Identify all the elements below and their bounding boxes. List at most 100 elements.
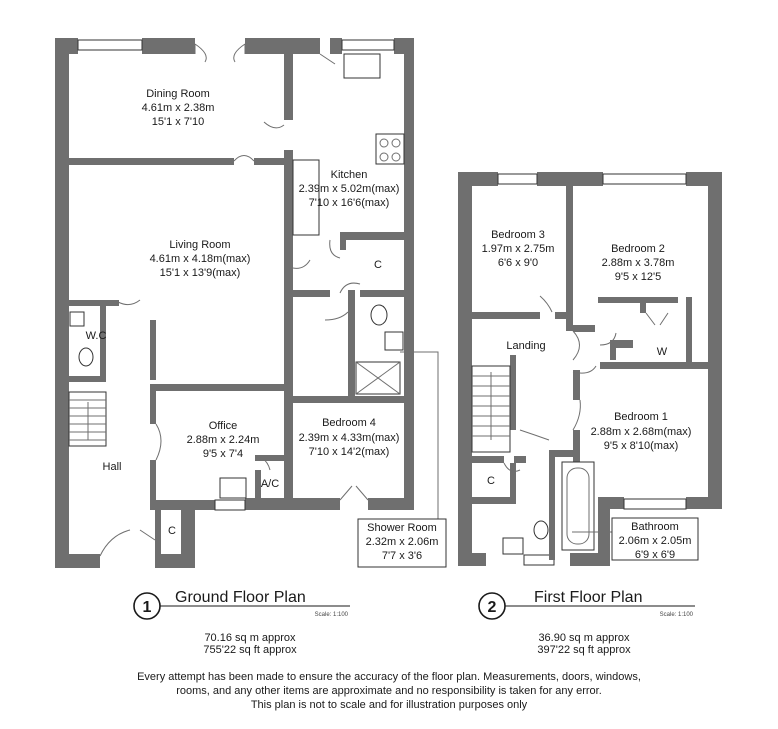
window <box>77 39 143 51</box>
ac-label: A/C <box>261 478 279 490</box>
wall <box>142 38 195 54</box>
wall <box>55 554 100 568</box>
wall <box>549 450 577 457</box>
office-metric: 2.88m x 2.24m <box>187 434 260 446</box>
window <box>341 39 395 51</box>
bedroom-2-imperial: 9'5 x 12'5 <box>615 271 661 283</box>
wall <box>458 172 472 566</box>
plan-number-2: 2 <box>488 599 497 616</box>
window <box>623 498 687 510</box>
wall <box>292 290 330 297</box>
disclaimer-line-3: This plan is not to scale and for illust… <box>250 699 528 711</box>
wall <box>340 232 346 250</box>
wall <box>472 497 516 504</box>
wall <box>610 340 616 360</box>
wall <box>155 510 161 558</box>
bedroom-2-metric: 2.88m x 3.78m <box>602 257 675 269</box>
wall <box>368 498 414 510</box>
wall <box>284 54 293 120</box>
dining-room-imperial: 15'1 x 7'10 <box>152 116 205 128</box>
bedroom-4-imperial: 7'10 x 14'2(max) <box>309 446 390 458</box>
wall <box>686 297 692 363</box>
first-floor-scale: Scale: 1:100 <box>660 612 694 618</box>
kitchen-sink <box>343 53 381 79</box>
wall <box>598 297 678 303</box>
kitchen-metric: 2.39m x 5.02m(max) <box>299 183 400 195</box>
room-labels: Dining Room 4.61m x 2.38m 15'1 x 7'10 Ki… <box>86 88 692 562</box>
wall <box>69 376 106 382</box>
wall <box>150 384 156 424</box>
wall <box>69 300 119 306</box>
wall <box>255 470 261 508</box>
ground-floor-plan <box>55 38 447 568</box>
wall <box>55 38 69 568</box>
bedroom-4-name: Bedroom 4 <box>322 417 376 429</box>
first-floor-title: First Floor Plan <box>534 589 642 606</box>
disclaimer: Every attempt has been made to ensure th… <box>0 670 778 712</box>
toilet <box>78 347 94 367</box>
kitchen-name: Kitchen <box>331 169 368 181</box>
wall <box>510 463 516 498</box>
hob <box>375 133 405 165</box>
wall <box>245 498 340 510</box>
first-floor-plan <box>458 172 722 566</box>
bedroom-3-imperial: 6'6 x 9'0 <box>498 257 538 269</box>
first-floor-cupboard-label: C <box>487 475 495 487</box>
bathroom-name: Bathroom <box>631 521 679 533</box>
wall <box>598 497 610 563</box>
first-floor-title-block: 2 First Floor Plan Scale: 1:100 <box>478 589 695 620</box>
bedroom-1-metric: 2.88m x 2.68m(max) <box>591 426 692 438</box>
bedroom-4-metric: 2.39m x 4.33m(max) <box>299 432 400 444</box>
wall <box>549 450 555 560</box>
bedroom-1-imperial: 9'5 x 8'10(max) <box>604 440 679 452</box>
basin <box>502 537 524 555</box>
shower-room-metric: 2.32m x 2.06m <box>366 536 439 548</box>
bedroom-3-metric: 1.97m x 2.75m <box>482 243 555 255</box>
dining-room-name: Dining Room <box>146 88 210 100</box>
basin <box>69 311 85 327</box>
bathroom-imperial: 6'9 x 6'9 <box>635 549 675 561</box>
ground-floor-title: Ground Floor Plan <box>175 589 306 606</box>
wall <box>360 290 404 297</box>
wall <box>340 232 406 240</box>
bedroom-3-name: Bedroom 3 <box>491 229 545 241</box>
first-floor-area: 36.90 sq m approx 397'22 sq ft approx <box>494 632 674 656</box>
wall <box>181 500 195 568</box>
disclaimer-line-2: rooms, and any other items are approxima… <box>176 685 602 697</box>
wall <box>555 312 573 319</box>
office-name: Office <box>209 420 238 432</box>
ground-floor-area-metric: 70.16 sq m approx <box>204 632 296 644</box>
shower-room-name: Shower Room <box>367 522 437 534</box>
living-room-imperial: 15'1 x 13'9(max) <box>160 267 241 279</box>
toilet <box>533 520 549 540</box>
bedroom-1-name: Bedroom 1 <box>614 411 668 423</box>
ground-floor-area-imperial: 755'22 sq ft approx <box>203 644 297 656</box>
wall <box>404 38 414 508</box>
wall <box>255 455 285 461</box>
disclaimer-line-1: Every attempt has been made to ensure th… <box>137 671 641 683</box>
window <box>497 173 538 185</box>
wall <box>284 290 293 500</box>
ground-floor-area: 70.16 sq m approx 755'22 sq ft approx <box>160 632 340 656</box>
bathroom-label-box <box>611 517 699 561</box>
bathroom-metric: 2.06m x 2.05m <box>619 535 692 547</box>
office-sink <box>219 477 247 499</box>
wall <box>150 384 290 391</box>
wall <box>458 553 486 566</box>
wall <box>514 456 526 463</box>
wall <box>284 150 293 290</box>
wall <box>573 370 580 400</box>
wall <box>330 38 342 54</box>
wall <box>537 172 603 186</box>
first-floor-area-imperial: 397'22 sq ft approx <box>537 644 631 656</box>
wall <box>598 497 624 509</box>
wall <box>566 186 573 331</box>
wall <box>510 355 516 430</box>
hall-cupboard-label: C <box>168 525 176 537</box>
wall <box>100 300 106 380</box>
dining-room-metric: 4.61m x 2.38m <box>142 102 215 114</box>
living-room-metric: 4.61m x 4.18m(max) <box>150 253 251 265</box>
window <box>602 173 687 185</box>
living-room-name: Living Room <box>169 239 230 251</box>
ground-floor-title-block: 1 Ground Floor Plan Scale: 1:100 <box>133 589 350 620</box>
